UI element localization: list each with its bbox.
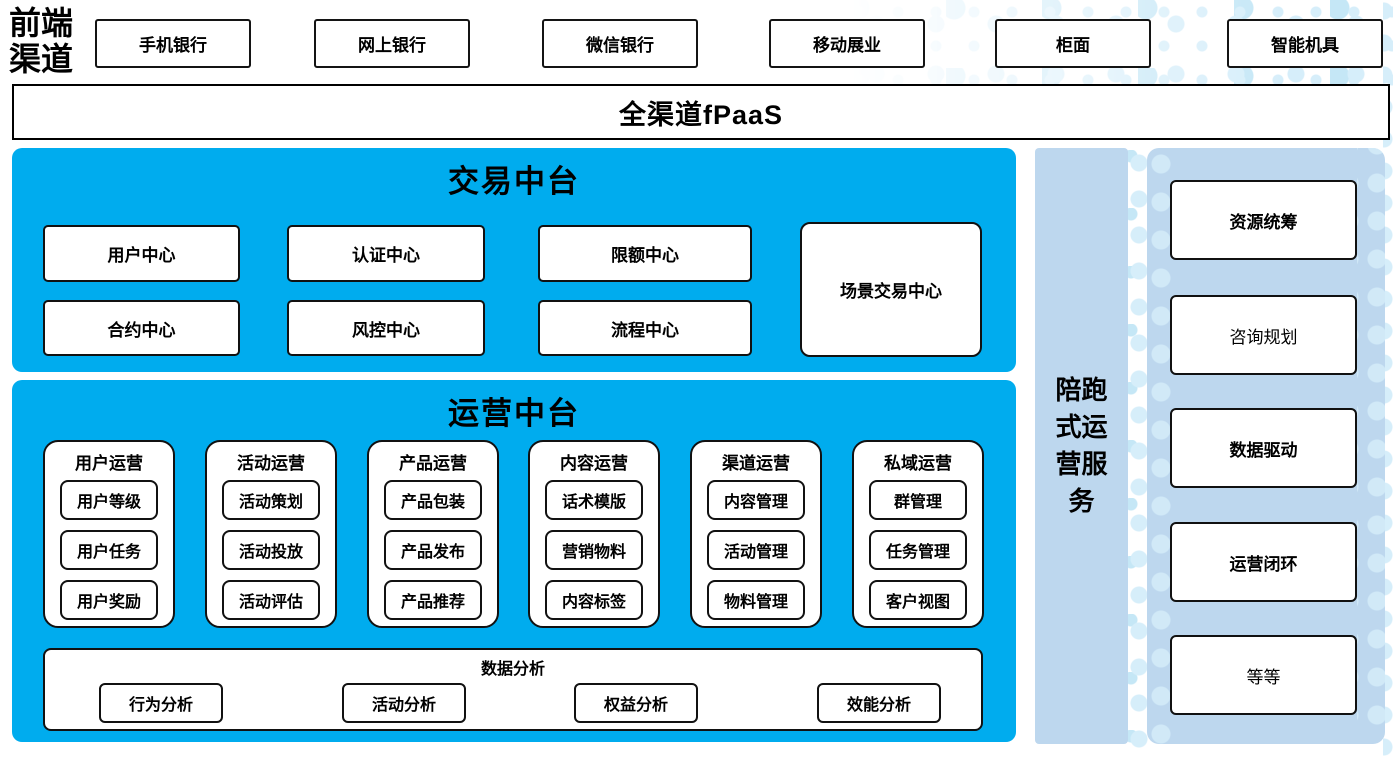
ops-group-item: 客户视图	[869, 580, 967, 620]
ops-group-item: 产品包装	[384, 480, 482, 520]
ops-group: 渠道运营 内容管理 活动管理 物料管理	[690, 440, 822, 628]
ops-group: 内容运营 话术模版 营销物料 内容标签	[528, 440, 660, 628]
ops-group: 用户运营 用户等级 用户任务 用户奖励	[43, 440, 175, 628]
ops-group-item: 活动投放	[222, 530, 320, 570]
operation-platform-title: 运营中台	[448, 396, 580, 431]
ops-group-item: 用户任务	[60, 530, 158, 570]
ops-group-item: 用户等级	[60, 480, 158, 520]
ops-group-item: 任务管理	[869, 530, 967, 570]
ops-group-title: 内容运营	[560, 454, 628, 473]
ops-group: 产品运营 产品包装 产品发布 产品推荐	[367, 440, 499, 628]
channel-box: 网上银行	[314, 19, 470, 68]
ops-group: 活动运营 活动策划 活动投放 活动评估	[205, 440, 337, 628]
channel-box: 手机银行	[95, 19, 251, 68]
service-panel: 资源统筹 咨询规划 数据驱动 运营闭环 等等	[1147, 148, 1385, 744]
ops-group-item: 产品推荐	[384, 580, 482, 620]
data-analysis-title: 数据分析	[480, 661, 545, 678]
accompanying-service-label: 陪跑式运营服务	[1055, 375, 1108, 516]
transaction-platform-block: 交易中台 用户中心 认证中心 限额中心 合约中心 风控中心 流程中心 场景交易中…	[12, 148, 1016, 372]
ops-group-item: 内容管理	[707, 480, 805, 520]
channel-box: 智能机具	[1227, 19, 1383, 68]
data-analysis-strip: 数据分析 行为分析 活动分析 权益分析 效能分析	[43, 648, 983, 731]
channel-box: 移动展业	[769, 19, 925, 68]
front-channels-label: 前端渠道	[8, 5, 73, 77]
ops-group-item: 用户奖励	[60, 580, 158, 620]
center-box: 认证中心	[287, 225, 485, 282]
panel-box: 等等	[1170, 635, 1357, 715]
ops-group-item: 群管理	[869, 480, 967, 520]
panel-box: 咨询规划	[1170, 295, 1357, 375]
ops-group-title: 产品运营	[399, 454, 467, 473]
operation-platform-block: 运营中台 用户运营 用户等级 用户任务 用户奖励 活动运营 活动策划 活动投放 …	[12, 380, 1016, 742]
center-box: 合约中心	[43, 300, 240, 356]
accompanying-service-bar: 陪跑式运营服务	[1035, 148, 1128, 744]
ops-group-item: 营销物料	[545, 530, 643, 570]
analysis-item: 权益分析	[574, 683, 698, 723]
fpaas-bar: 全渠道fPaaS	[12, 84, 1390, 140]
analysis-item: 活动分析	[342, 683, 466, 723]
ops-group-title: 活动运营	[237, 454, 305, 473]
ops-group-item: 活动策划	[222, 480, 320, 520]
analysis-item: 行为分析	[99, 683, 223, 723]
ops-group-item: 活动管理	[707, 530, 805, 570]
channel-box: 微信银行	[542, 19, 698, 68]
ops-group-item: 活动评估	[222, 580, 320, 620]
center-box: 限额中心	[538, 225, 752, 282]
analysis-item: 效能分析	[817, 683, 941, 723]
ops-group-title: 渠道运营	[722, 454, 790, 473]
center-box: 用户中心	[43, 225, 240, 282]
center-box: 风控中心	[287, 300, 485, 356]
ops-group-item: 物料管理	[707, 580, 805, 620]
panel-box: 运营闭环	[1170, 522, 1357, 602]
ops-group-item: 内容标签	[545, 580, 643, 620]
ops-group-item: 产品发布	[384, 530, 482, 570]
scene-transaction-center-box: 场景交易中心	[800, 222, 982, 357]
ops-group-title: 私域运营	[884, 454, 952, 473]
ops-group-title: 用户运营	[75, 454, 143, 473]
transaction-platform-title: 交易中台	[448, 164, 580, 199]
panel-box: 数据驱动	[1170, 408, 1357, 488]
channel-box: 柜面	[995, 19, 1151, 68]
ops-group-item: 话术模版	[545, 480, 643, 520]
panel-box: 资源统筹	[1170, 180, 1357, 260]
ops-group: 私域运营 群管理 任务管理 客户视图	[852, 440, 984, 628]
halftone-dots-column	[1127, 150, 1148, 754]
center-box: 流程中心	[538, 300, 752, 356]
